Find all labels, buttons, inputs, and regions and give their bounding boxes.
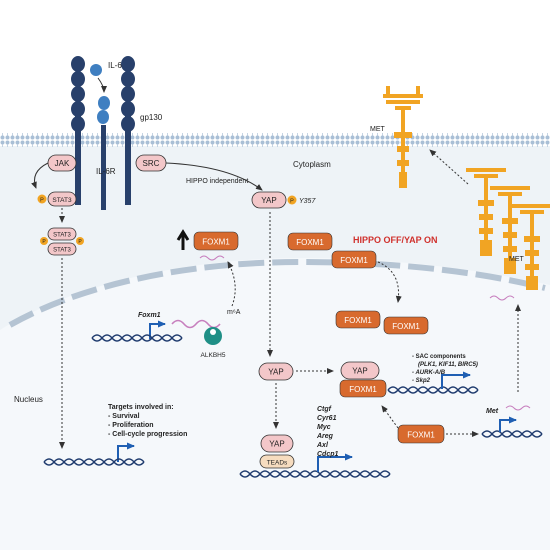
jak-to-stat3-arrow [31,162,49,189]
teads-label: TEADs [267,460,288,467]
sac-targets-list: - SAC components (PLK1, KIF11, BIRC5) - … [412,354,478,384]
yap-target-dna [239,470,391,478]
il6-ligand [90,64,102,76]
stat3-target-dna [43,458,145,466]
stat3-label: STAT3 [52,197,72,204]
gp130-receptor-right [121,56,135,205]
complex-foxm1-label: FOXM1 [349,385,377,394]
phospho-stat3-node: P STAT3 [37,191,77,207]
foxm1-mrna [171,319,221,329]
stat3-target-promoter-arrow [117,442,135,462]
alkbh5-node: ALKBH5 [201,327,226,359]
met-right-label: MET [509,256,525,263]
yap-target-cdcp1: Cdcp1 [317,451,339,458]
foxm1-pair-2-label: FOXM1 [340,256,368,265]
il6r-label: IL-6R [96,167,116,176]
p-label-dimer-right: P [78,239,82,245]
yap-target-axl: Axl [316,442,329,449]
complex-yap-label: YAP [352,367,367,376]
foxm1-pair-nucleus: FOXM1 FOXM1 [335,310,429,335]
yap-nuclear-node: YAP [258,362,294,381]
yap-target-myc: Myc [317,424,331,431]
met-gene-dna [481,430,543,438]
il6-label: IL-6 [108,61,122,70]
met-receptor-cluster [466,168,550,290]
jak-label: JAK [55,159,70,168]
targets-heading: Targets involved in: [108,404,174,411]
foxm1-dna [91,334,183,342]
il6r-receptor [97,96,110,210]
m6a-label: m⁶A [227,309,241,316]
targets-item-proliferation: - Proliferation [108,422,154,429]
foxm1-cyto-label: FOXM1 [202,238,230,247]
gp130-label: gp130 [140,113,163,122]
foxm1-promoter-arrow [149,320,166,339]
mrna-wave [199,255,225,261]
src-label: SRC [143,159,160,168]
foxm1-pair-1-label: FOXM1 [296,238,324,247]
foxm1-nuc-2-label: FOXM1 [392,322,420,331]
nucleus-region [0,258,550,550]
y357-label: Y357 [299,198,316,205]
sac-item-2: - AURK-A/B [412,370,446,376]
nucleus-label: Nucleus [14,395,43,404]
src-node: SRC [135,154,167,172]
up-arrow-icon [176,229,190,250]
yap-target-areg: Areg [316,433,334,440]
p-label-stat3: P [40,198,44,204]
cytoplasm-label: Cytoplasm [293,160,331,169]
foxm1-gene-label: Foxm1 [138,312,161,319]
jak-node: JAK [47,154,77,172]
met-mrna-wave [489,295,515,301]
p-label-dimer-left: P [42,239,46,245]
yap-target-ctgf: Ctgf [317,406,332,413]
foxm1-regulator-label: FOXM1 [407,431,435,440]
sac-item-0: - SAC components [412,354,466,360]
yap-tead-yap-label: YAP [269,440,284,449]
foxm1-nuc-1-label: FOXM1 [344,316,372,325]
stat3-dimer-top-label: STAT3 [53,233,71,239]
foxm1-upregulated: FOXM1 [176,229,239,261]
yap-nuclear-label: YAP [268,368,283,377]
yap-target-genes: Ctgf Cyr61 Myc Areg Axl Cdcp1 [316,406,339,458]
yap-target-promoter-arrow [317,453,353,472]
sac-promoter-arrow [441,371,471,389]
sac-item-3: - Skp2 [412,378,431,384]
yap-target-cyr61: Cyr61 [317,415,337,422]
yap-foxm1-complex: YAP FOXM1 [339,361,387,398]
sac-target-dna [387,386,479,394]
mrna-to-foxm1-arrow [227,261,236,307]
met-top-label: MET [370,126,386,133]
foxm1-regulator-node: FOXM1 [397,424,445,444]
stat3-targets-list: Targets involved in: - Survival - Prolif… [108,404,187,438]
met-promoter-arrow [499,416,517,432]
stat3-dimer: STAT3 STAT3 P P [40,227,84,256]
phospho-yap-node: YAP P Y357 [251,191,316,209]
stat3-dimer-bottom-label: STAT3 [53,248,71,254]
targets-item-cell-cycle: - Cell-cycle progression [108,431,187,438]
alkbh5-label: ALKBH5 [201,352,226,359]
src-to-yap-arrow [165,162,263,191]
met-mrna [505,405,531,411]
hippo-independent-label: HIPPO independent [186,178,248,185]
met-to-membrane-arrow [429,149,469,185]
yap-p-label: YAP [261,196,276,205]
foxm1-pair-cytoplasm: FOXM1 FOXM1 [287,232,377,269]
yap-tead-complex: YAP TEADs [259,434,295,469]
met-gene-label: Met [486,408,499,415]
foxm1-to-complex-arrow [381,405,399,429]
hippo-off-label: HIPPO OFF/YAP ON [353,235,438,245]
p-label-yap: P [290,199,294,205]
sac-item-1: (PLK1, KIF11, BIRC5) [418,362,478,368]
il6-binding-arrow [97,77,107,93]
plasma-membrane [0,133,550,147]
met-receptor-top: MET [370,86,423,188]
targets-item-survival: - Survival [108,413,140,420]
nuclear-envelope [8,258,546,328]
gp130-receptor-left [71,56,85,205]
